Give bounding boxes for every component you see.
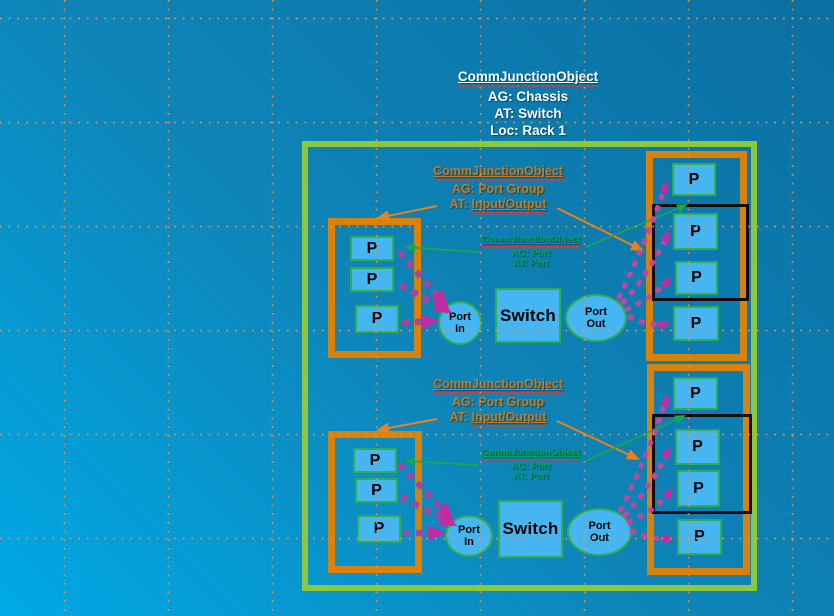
port-label-title-row: CommJunctionObject xyxy=(470,447,592,462)
port-shape-label: P xyxy=(373,520,385,537)
port-shape-label: P xyxy=(693,479,704,497)
port-shape-2-5[interactable]: P xyxy=(675,429,720,465)
port-label-at: AT: Port xyxy=(513,471,549,482)
port-shape-1-1[interactable]: P xyxy=(350,236,394,261)
port-shape-label: P xyxy=(690,384,701,402)
port-shape-2-1[interactable]: P xyxy=(353,448,397,473)
port-shape-2-2[interactable]: P xyxy=(355,478,398,503)
port-shape-label: P xyxy=(371,310,383,327)
port-group-label-at-value: Input/Output xyxy=(471,410,547,428)
port-out-label-line1: Port xyxy=(588,520,611,532)
port-label-title: CommJunctionObject xyxy=(481,234,581,249)
port-group-label-ag: AG: Port Group xyxy=(451,395,545,409)
port-shape-label: P xyxy=(690,222,701,240)
port-group-label-at-prefix: AT: xyxy=(449,410,472,424)
port-shape-2-7[interactable]: P xyxy=(677,519,722,555)
port-shape-1-2[interactable]: P xyxy=(350,267,394,292)
port-group-label-title-row: CommJunctionObject xyxy=(418,164,578,182)
chassis-label[interactable]: CommJunctionObject AG: Chassis AT: Switc… xyxy=(408,68,648,139)
port-shape-1-6[interactable]: P xyxy=(675,261,718,295)
port-label-title-row: CommJunctionObject xyxy=(470,234,592,249)
port-label-ag: AG: Port xyxy=(511,460,551,472)
port-in-label-line2: In xyxy=(464,536,474,548)
port-label-title: CommJunctionObject xyxy=(481,447,581,462)
port-out-label-line2: Out xyxy=(590,532,609,544)
port-shape-2-4[interactable]: P xyxy=(673,377,718,410)
port-group-label-title: CommJunctionObject xyxy=(433,377,563,395)
port-shape-label: P xyxy=(691,269,702,286)
port-label-at: AT: Port xyxy=(513,258,549,269)
switch-label: Switch xyxy=(500,305,556,325)
chassis-label-title: CommJunctionObject xyxy=(457,68,599,88)
port-shape-label: P xyxy=(366,270,378,288)
port-label-2[interactable]: CommJunctionObject AG: Port AT: Port xyxy=(470,447,592,483)
port-group-label-at-value: Input/Output xyxy=(471,197,547,215)
port-out-shape-2[interactable]: Port Out xyxy=(567,508,632,556)
port-shape-1-3[interactable]: P xyxy=(355,305,399,333)
port-in-shape-2[interactable]: Port In xyxy=(445,515,493,557)
chassis-label-loc: Loc: Rack 1 xyxy=(490,123,566,138)
switch-shape-2[interactable]: Switch xyxy=(498,500,563,558)
port-group-label-at-row: AT: Input/Output xyxy=(418,197,578,215)
port-shape-1-4[interactable]: P xyxy=(672,163,716,196)
port-shape-2-6[interactable]: P xyxy=(677,470,720,507)
port-shape-label: P xyxy=(692,438,703,455)
port-out-label-line1: Port xyxy=(585,306,607,318)
port-label-1[interactable]: CommJunctionObject AG: Port AT: Port xyxy=(470,234,592,270)
port-shape-label: P xyxy=(690,314,702,332)
port-shape-label: P xyxy=(688,170,700,188)
chassis-label-ag: AG: Chassis xyxy=(487,89,569,104)
port-shape-label: P xyxy=(369,451,381,469)
port-group-label-1[interactable]: CommJunctionObject AG: Port Group AT: In… xyxy=(418,164,578,215)
port-shape-label: P xyxy=(694,528,705,545)
port-in-label-line1: Port xyxy=(449,311,471,323)
port-group-label-title-row: CommJunctionObject xyxy=(418,377,578,395)
chassis-label-at: AT: Switch xyxy=(494,106,562,121)
port-group-label-title: CommJunctionObject xyxy=(433,164,563,182)
port-group-label-at-row: AT: Input/Output xyxy=(418,410,578,428)
port-shape-label: P xyxy=(366,239,378,257)
port-label-ag: AG: Port xyxy=(511,247,551,259)
port-in-shape-1[interactable]: Port In xyxy=(438,301,482,345)
port-shape-2-3[interactable]: P xyxy=(357,515,401,543)
port-group-label-at-prefix: AT: xyxy=(449,197,472,211)
port-shape-label: P xyxy=(371,481,382,499)
chassis-label-title-row: CommJunctionObject xyxy=(408,68,648,88)
port-shape-1-7[interactable]: P xyxy=(673,306,719,341)
switch-shape-1[interactable]: Switch xyxy=(495,288,561,343)
port-group-label-2[interactable]: CommJunctionObject AG: Port Group AT: In… xyxy=(418,377,578,428)
port-shape-1-5[interactable]: P xyxy=(673,213,718,250)
switch-label: Switch xyxy=(502,519,559,538)
chassis-container-shape[interactable] xyxy=(302,141,757,591)
port-out-shape-1[interactable]: Port Out xyxy=(565,294,627,342)
port-group-label-ag: AG: Port Group xyxy=(451,182,545,196)
port-in-label-line1: Port xyxy=(458,524,480,536)
port-in-label-line2: In xyxy=(455,323,465,335)
port-out-label-line2: Out xyxy=(586,318,606,330)
